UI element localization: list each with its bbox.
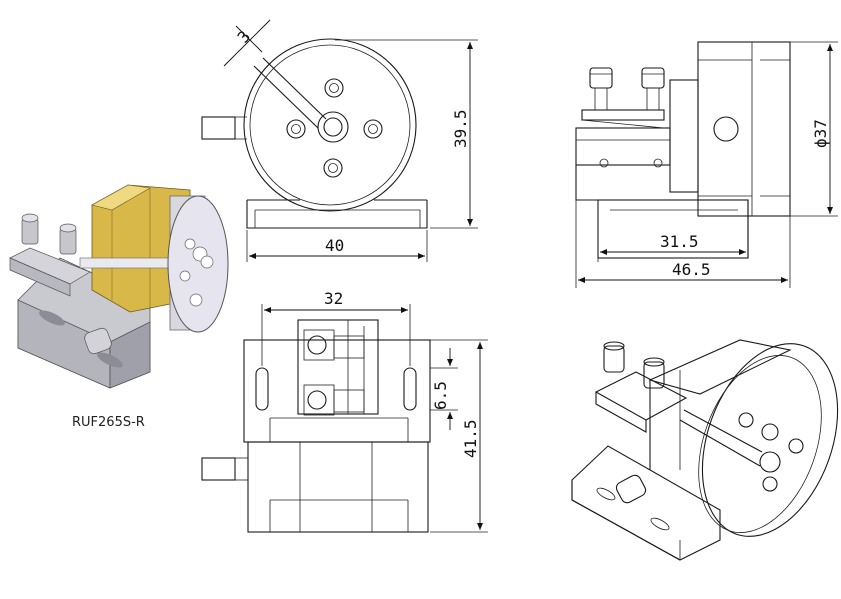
dim-side-diameter: ϕ37 <box>811 119 830 148</box>
dim-top-depth: 41.5 <box>461 419 480 458</box>
dim-front-height: 39.5 <box>451 109 470 148</box>
dim-slot-width: 3 <box>234 27 255 47</box>
product-render <box>9 184 229 389</box>
top-view: 32 6.5 41.5 <box>201 289 488 533</box>
product-caption: RUF265S-R <box>72 415 145 430</box>
isometric-view <box>571 339 839 561</box>
dim-top-slot: 6.5 <box>431 381 450 410</box>
dim-front-width: 40 <box>325 236 344 255</box>
side-view: ϕ37 31.5 46.5 <box>575 41 838 288</box>
dim-side-total: 46.5 <box>672 260 711 279</box>
front-view: 3 39.5 40 <box>201 19 478 262</box>
dim-side-base: 31.5 <box>660 232 699 251</box>
dim-top-spacing: 32 <box>324 289 343 308</box>
